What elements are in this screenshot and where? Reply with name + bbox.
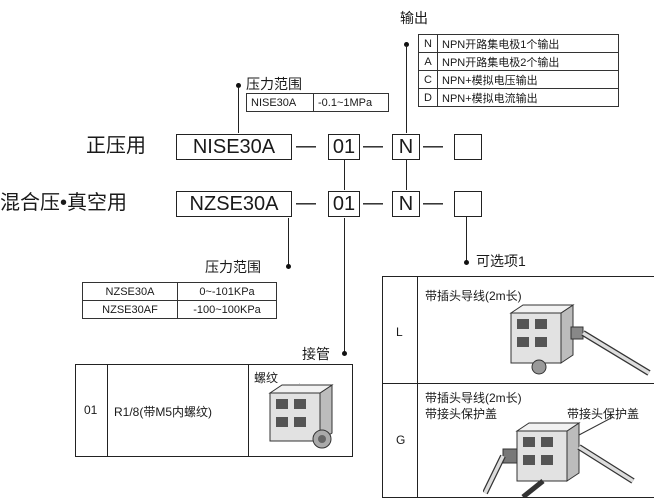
row1-model-box: NISE30A [176, 134, 292, 160]
option-code: G [396, 433, 406, 447]
row2-model-box: NZSE30A [176, 191, 292, 217]
output-code: N [418, 34, 438, 53]
output-code: C [418, 70, 438, 89]
pressure-range-value: -100~100KPa [177, 300, 277, 319]
row2-option-box [454, 191, 482, 217]
option-desc: 带接头保护盖 [425, 407, 498, 421]
option-connector [466, 217, 467, 261]
piping-callout: 螺纹 [254, 371, 279, 385]
option-divider [417, 277, 418, 497]
sensor-with-cable-image [509, 304, 651, 376]
row1-dash-3: — [423, 135, 443, 157]
row1-label: 正压用 [86, 135, 146, 157]
table-row: A NPN开路集电极2个输出 [418, 52, 619, 71]
pressure-model: NZSE30A [82, 282, 178, 301]
piping-desc: R1/8(带M5内螺纹) [114, 405, 213, 419]
output-row-connector [406, 160, 407, 190]
thread-sensor-image [268, 383, 334, 449]
piping-table: 01 R1/8(带M5内螺纹) 螺纹 [75, 364, 353, 457]
option1-table: L 带插头导线(2m长) G 带插头导线(2m长) 带接头保护盖 带接头保护盖 [382, 276, 654, 498]
pressure-range-bottom-table: NZSE30A 0~-101KPa NZSE30AF -100~100KPa [82, 282, 277, 319]
output-connector [406, 45, 407, 133]
option-code: L [396, 325, 403, 339]
pressure-range-top-table: NISE30A -0.1~1MPa [246, 93, 389, 112]
output-desc: NPN开路集电极1个输出 [437, 34, 619, 53]
piping-divider [107, 365, 108, 456]
piping-title: 接管 [302, 346, 330, 362]
table-row: C NPN+模拟电压输出 [418, 70, 619, 89]
row2-dash-3: — [423, 192, 443, 214]
row2-port-box: 01 [328, 191, 360, 217]
table-row: NISE30A -0.1~1MPa [246, 93, 389, 112]
piping-divider [248, 365, 249, 456]
pressure-bottom-connector [288, 218, 289, 266]
row1-output-box: N [392, 134, 420, 160]
table-row: N NPN开路集电极1个输出 [418, 34, 619, 53]
piping-connector [344, 218, 345, 354]
output-table: N NPN开路集电极1个输出 A NPN开路集电极2个输出 C NPN+模拟电压… [418, 34, 619, 107]
output-desc: NPN开路集电极2个输出 [437, 52, 619, 71]
row1-dash-2: — [363, 135, 383, 157]
row1-dash-1: — [296, 135, 316, 157]
row2-dash-1: — [296, 192, 316, 214]
option-callout: 带接头保护盖 [567, 407, 640, 421]
option-bullet-dot [464, 260, 469, 265]
pressure-top-bullet-dot [236, 83, 241, 88]
pressure-range-bottom-title: 压力范围 [205, 259, 261, 275]
pressure-model: NZSE30AF [82, 300, 178, 319]
option-desc: 带插头导线(2m长) [425, 391, 522, 405]
option1-title: 可选项1 [476, 253, 526, 269]
output-title: 输出 [400, 10, 428, 26]
pressure-bottom-bullet-dot [286, 264, 291, 269]
row1-port-box: 01 [328, 134, 360, 160]
port-row-connector [344, 160, 345, 190]
output-desc: NPN+模拟电压输出 [437, 70, 619, 89]
row2-label: 混合压•真空用 [0, 192, 128, 214]
row2-output-box: N [392, 191, 420, 217]
option-divider [383, 383, 654, 384]
piping-bullet-dot [342, 351, 347, 356]
output-code: A [418, 52, 438, 71]
table-row: NZSE30A 0~-101KPa [82, 282, 277, 301]
pressure-top-connector [238, 88, 239, 133]
row2-dash-2: — [363, 192, 383, 214]
piping-code: 01 [84, 403, 98, 417]
table-row: NZSE30AF -100~100KPa [82, 300, 277, 319]
output-code: D [418, 88, 438, 107]
option-desc: 带插头导线(2m长) [425, 289, 522, 303]
pressure-range-value: -0.1~1MPa [313, 93, 389, 112]
output-bullet-dot [404, 42, 409, 47]
sensor-with-cap-image [483, 417, 635, 497]
pressure-model: NISE30A [246, 93, 314, 112]
pressure-range-value: 0~-101KPa [177, 282, 277, 301]
pressure-range-top-title: 压力范围 [246, 76, 302, 92]
row1-option-box [454, 134, 482, 160]
table-row: D NPN+模拟电流输出 [418, 88, 619, 107]
output-desc: NPN+模拟电流输出 [437, 88, 619, 107]
